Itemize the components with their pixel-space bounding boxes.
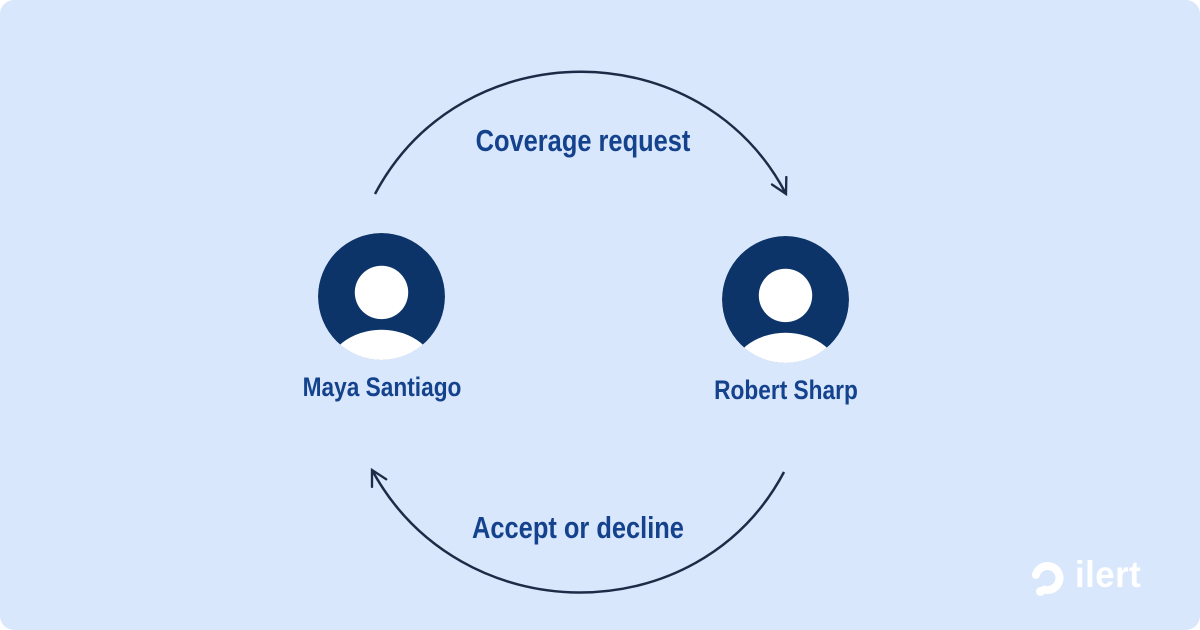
accept-decline-arrow-icon <box>370 467 786 594</box>
ilert-logo: ilert <box>1028 554 1145 602</box>
person-name-label: Maya Santiago <box>302 372 461 402</box>
ilert-logo-text: ilert <box>1075 554 1142 595</box>
coverage-request-arrow-icon <box>373 70 788 197</box>
person-avatar-icon <box>722 236 849 363</box>
person-robert: Robert Sharp <box>714 236 857 436</box>
ilert-logo-mark-icon <box>1031 562 1064 596</box>
coverage-request-label: Coverage request <box>475 123 691 158</box>
person-avatar-icon <box>318 233 445 360</box>
person-maya: Maya Santiago <box>302 233 461 433</box>
accept-decline-label: Accept or decline <box>472 510 684 545</box>
person-name-label: Robert Sharp <box>713 375 858 405</box>
